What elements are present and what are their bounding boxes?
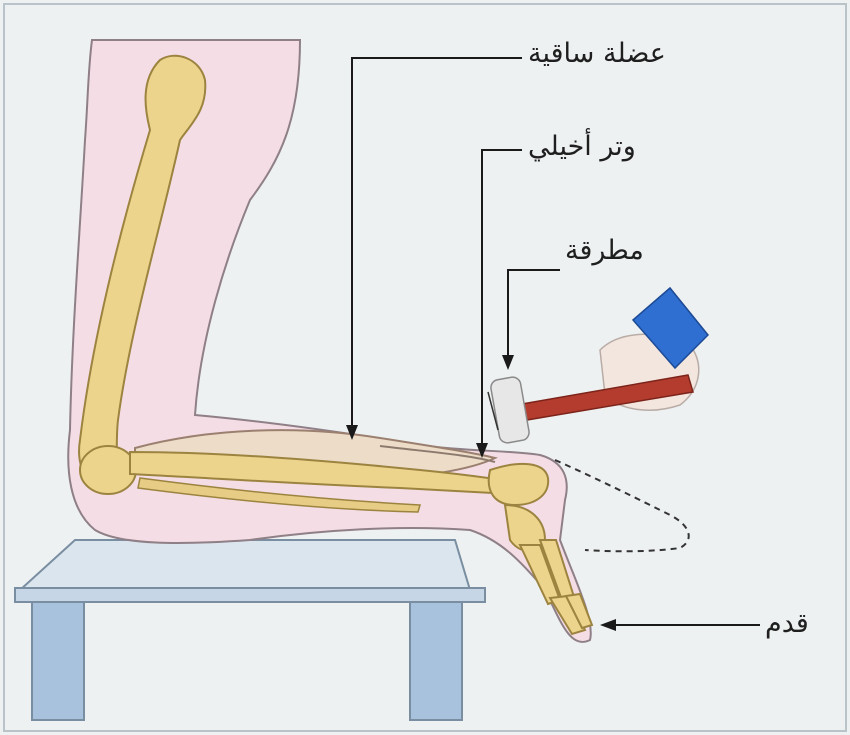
stool-leg-left: [32, 602, 84, 720]
reflex-foot-outline: [555, 460, 689, 551]
stool-seat: [20, 540, 470, 590]
calf-muscle-leader: [352, 58, 522, 430]
hand-with-hammer: [490, 288, 708, 444]
label-achilles-tendon: وتر أخيلي: [528, 133, 636, 160]
stool-seat-edge: [15, 588, 485, 602]
hammer-head: [490, 376, 531, 444]
heel-bone: [489, 464, 548, 505]
label-hammer: مطرقة: [565, 237, 644, 264]
knee-bone: [80, 446, 136, 494]
stool: [15, 540, 485, 720]
hammer-leader: [508, 270, 560, 358]
label-foot: قدم: [765, 610, 809, 637]
stool-leg-right: [410, 602, 462, 720]
label-calf-muscle: عضلة ساقية: [528, 40, 666, 67]
